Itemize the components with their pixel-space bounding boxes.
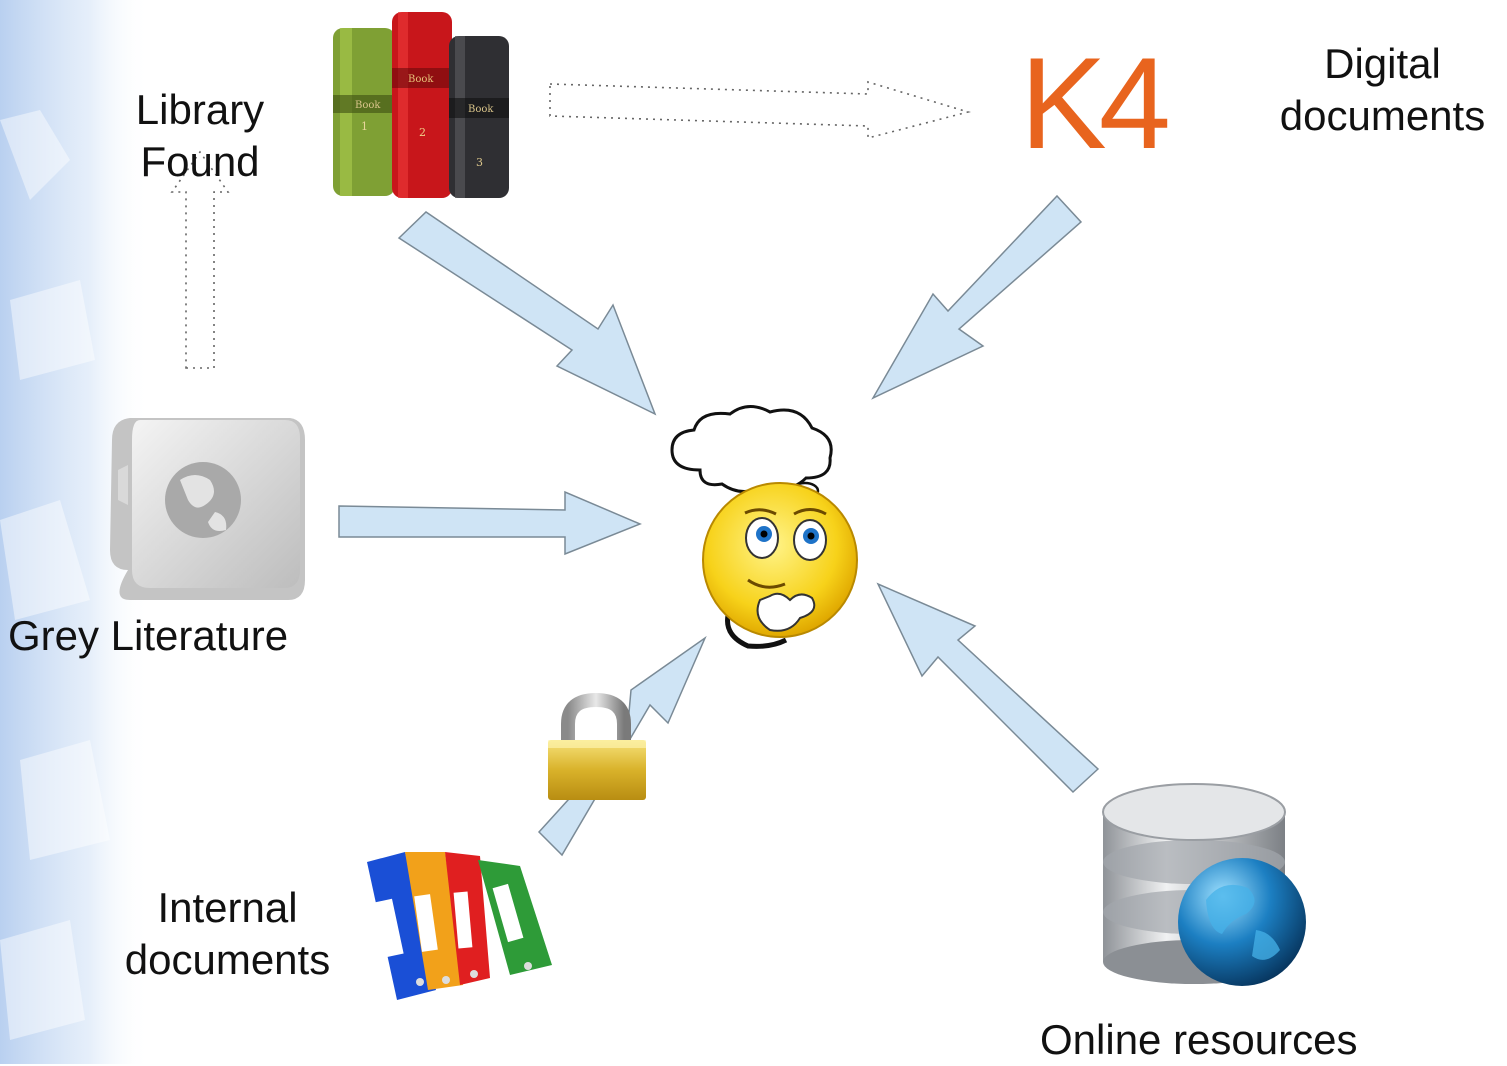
k4-logo: K4 [1020, 30, 1168, 176]
arrow-grey-to-center [338, 490, 642, 556]
label-grey-literature: Grey Literature [8, 612, 289, 659]
label-line: documents [124, 936, 331, 983]
dotted-arrow-books-to-k4 [549, 80, 971, 140]
book-spine-text: Book [355, 100, 381, 111]
book-number: 3 [476, 156, 483, 169]
label-digital-documents: Digital documents [1260, 38, 1505, 142]
label-line: documents [1279, 92, 1486, 139]
binders-icon [367, 852, 552, 1000]
label-internal-documents: Internal documents [105, 882, 350, 986]
grey-book-globe-icon [110, 418, 305, 600]
books-icon: Book Book Book 1 2 3 [333, 12, 509, 198]
book-number: 1 [361, 120, 368, 133]
book-spine-text: Book [468, 104, 494, 115]
book-number: 2 [419, 126, 426, 139]
arrow-k4-to-center [871, 194, 1083, 400]
arrow-books-to-center [397, 211, 657, 416]
label-line: Found [140, 138, 260, 185]
book-spine-text: Book [408, 74, 434, 85]
dotted-arrow-grey-to-library [170, 150, 230, 369]
label-line: Internal [157, 884, 298, 931]
label-online-resources: Online resources [1040, 1016, 1358, 1063]
thinking-smiley-icon [670, 405, 858, 649]
label-line: Library [135, 86, 265, 133]
label-library-found: Library Found [105, 84, 295, 188]
padlock-icon [548, 692, 646, 800]
arrow-online-to-center [876, 582, 1100, 794]
label-line: Digital [1324, 40, 1441, 87]
database-globe-icon [1102, 783, 1306, 986]
